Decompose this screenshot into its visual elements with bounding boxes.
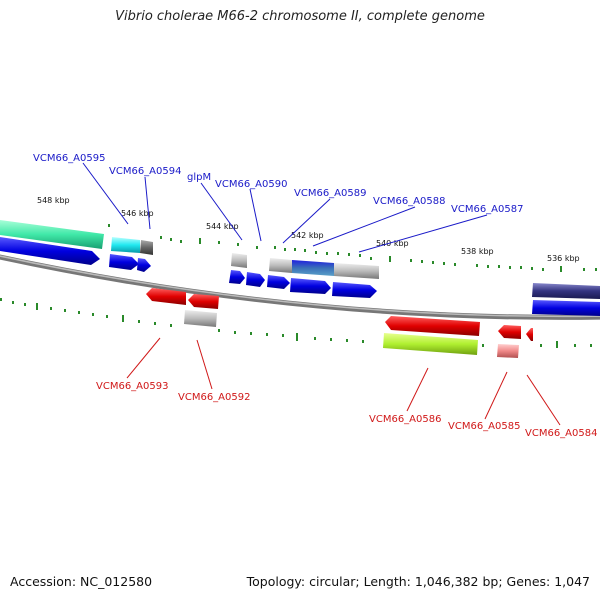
- gene-label: VCM66_A0587: [451, 204, 523, 215]
- gene-label: glpM: [187, 172, 211, 183]
- gene-label: VCM66_A0584: [525, 428, 597, 439]
- scale-label: 546 kbp: [121, 209, 154, 218]
- feature-lime: [383, 333, 478, 355]
- cds-reverse: [188, 294, 219, 309]
- upper-leader-lines: [82, 162, 488, 253]
- cds-forward: [532, 300, 600, 316]
- gene-label: VCM66_A0593: [96, 381, 168, 392]
- feature-pink: [497, 344, 519, 358]
- cds-forward: [267, 275, 290, 289]
- chromosome-backbone: [0, 254, 600, 320]
- gene-label: VCM66_A0594: [109, 166, 181, 177]
- cds-forward: [332, 282, 377, 298]
- feature-dark: [140, 240, 153, 255]
- lower-scale-ring: [0, 298, 592, 348]
- accession-text: Accession: NC_012580: [10, 574, 153, 589]
- feature-grey: [184, 310, 217, 327]
- gene-label: VCM66_A0586: [369, 414, 441, 425]
- scale-label: 544 kbp: [206, 222, 239, 231]
- lower-leader-lines: [126, 337, 561, 426]
- genome-summary-text: Topology: circular; Length: 1,046,382 bp…: [246, 574, 590, 589]
- feature-grey: [231, 253, 247, 268]
- cds-forward: [109, 254, 139, 270]
- cds-reverse: [385, 316, 480, 336]
- gene-label: VCM66_A0585: [448, 421, 520, 432]
- gene-label: VCM66_A0592: [178, 392, 250, 403]
- cds-forward: [137, 258, 151, 272]
- upper-scale-ring: [0, 221, 597, 272]
- feature-grey: [334, 263, 379, 279]
- feature-teal: [0, 220, 104, 249]
- scale-label: 548 kbp: [37, 196, 70, 205]
- scale-label: 538 kbp: [461, 247, 494, 256]
- scale-label: 542 kbp: [291, 231, 324, 240]
- feature-blue-grey: [292, 260, 334, 276]
- cds-forward: [229, 270, 245, 284]
- cds-reverse: [146, 288, 186, 305]
- feature-grey: [269, 258, 292, 273]
- feature-cyan: [111, 237, 140, 253]
- gene-label: VCM66_A0590: [215, 179, 287, 190]
- cds-reverse: [498, 325, 521, 339]
- map-title: Vibrio cholerae M66-2 chromosome II, com…: [115, 9, 485, 24]
- gene-label: VCM66_A0595: [33, 153, 105, 164]
- cds-forward: [290, 278, 331, 294]
- gene-label: VCM66_A0589: [294, 188, 366, 199]
- cds-reverse: [526, 328, 533, 341]
- scale-label: 536 kbp: [547, 254, 580, 263]
- scale-label: 540 kbp: [376, 239, 409, 248]
- cds-forward: [0, 237, 100, 265]
- cds-forward: [246, 272, 265, 287]
- gene-label: VCM66_A0588: [373, 196, 445, 207]
- feature-navy: [532, 283, 600, 299]
